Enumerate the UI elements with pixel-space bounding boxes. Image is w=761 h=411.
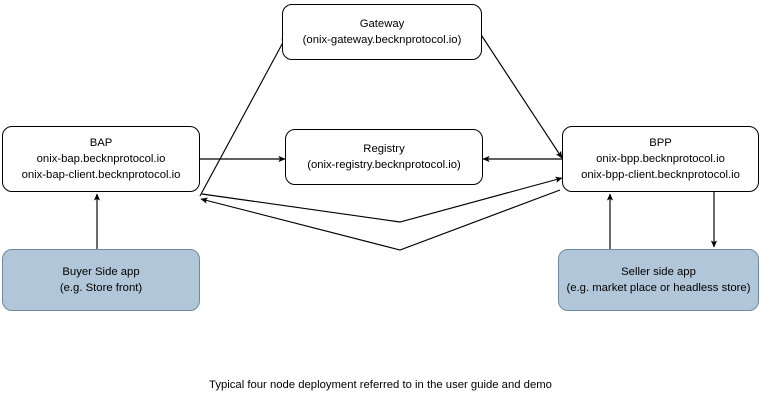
node-registry-subtitle: (onix-registry.becknprotocol.io) xyxy=(307,159,461,171)
node-bpp[interactable]: BPP onix-bpp.becknprotocol.io onix-bpp-c… xyxy=(562,126,759,192)
edge-bpp-to-bap xyxy=(200,189,561,251)
edge-gateway-to-bpp xyxy=(473,23,563,159)
node-buyer-app-title: Buyer Side app xyxy=(62,265,140,278)
node-bap-client-host: onix-bap-client.becknprotocol.io xyxy=(21,169,181,182)
node-seller-app-subtitle: (e.g. market place or headless store) xyxy=(566,282,751,294)
node-bpp-host: onix-bpp.becknprotocol.io xyxy=(596,152,725,165)
node-bap[interactable]: BAP onix-bap.becknprotocol.io onix-bap-c… xyxy=(2,126,200,192)
node-gateway-subtitle: (onix-gateway.becknprotocol.io) xyxy=(302,34,462,46)
node-bap-title: BAP xyxy=(89,136,113,149)
node-buyer-app-subtitle: (e.g. Store front) xyxy=(59,282,143,294)
node-registry-title: Registry xyxy=(363,142,405,155)
edge-bap-to-gateway xyxy=(199,34,288,197)
node-bpp-title: BPP xyxy=(649,136,672,149)
node-gateway-title: Gateway xyxy=(359,17,405,30)
diagram-caption: Typical four node deployment referred to… xyxy=(209,379,552,391)
node-registry[interactable]: Registry (onix-registry.becknprotocol.io… xyxy=(285,129,483,185)
node-seller-app[interactable]: Seller side app (e.g. market place or he… xyxy=(558,249,759,311)
node-bpp-client-host: onix-bpp-client.becknprotocol.io xyxy=(581,169,740,182)
node-seller-app-title: Seller side app xyxy=(621,265,696,278)
node-bap-host: onix-bap.becknprotocol.io xyxy=(36,152,166,165)
node-gateway[interactable]: Gateway (onix-gateway.becknprotocol.io) xyxy=(282,4,482,60)
node-buyer-app[interactable]: Buyer Side app (e.g. Store front) xyxy=(2,249,200,311)
